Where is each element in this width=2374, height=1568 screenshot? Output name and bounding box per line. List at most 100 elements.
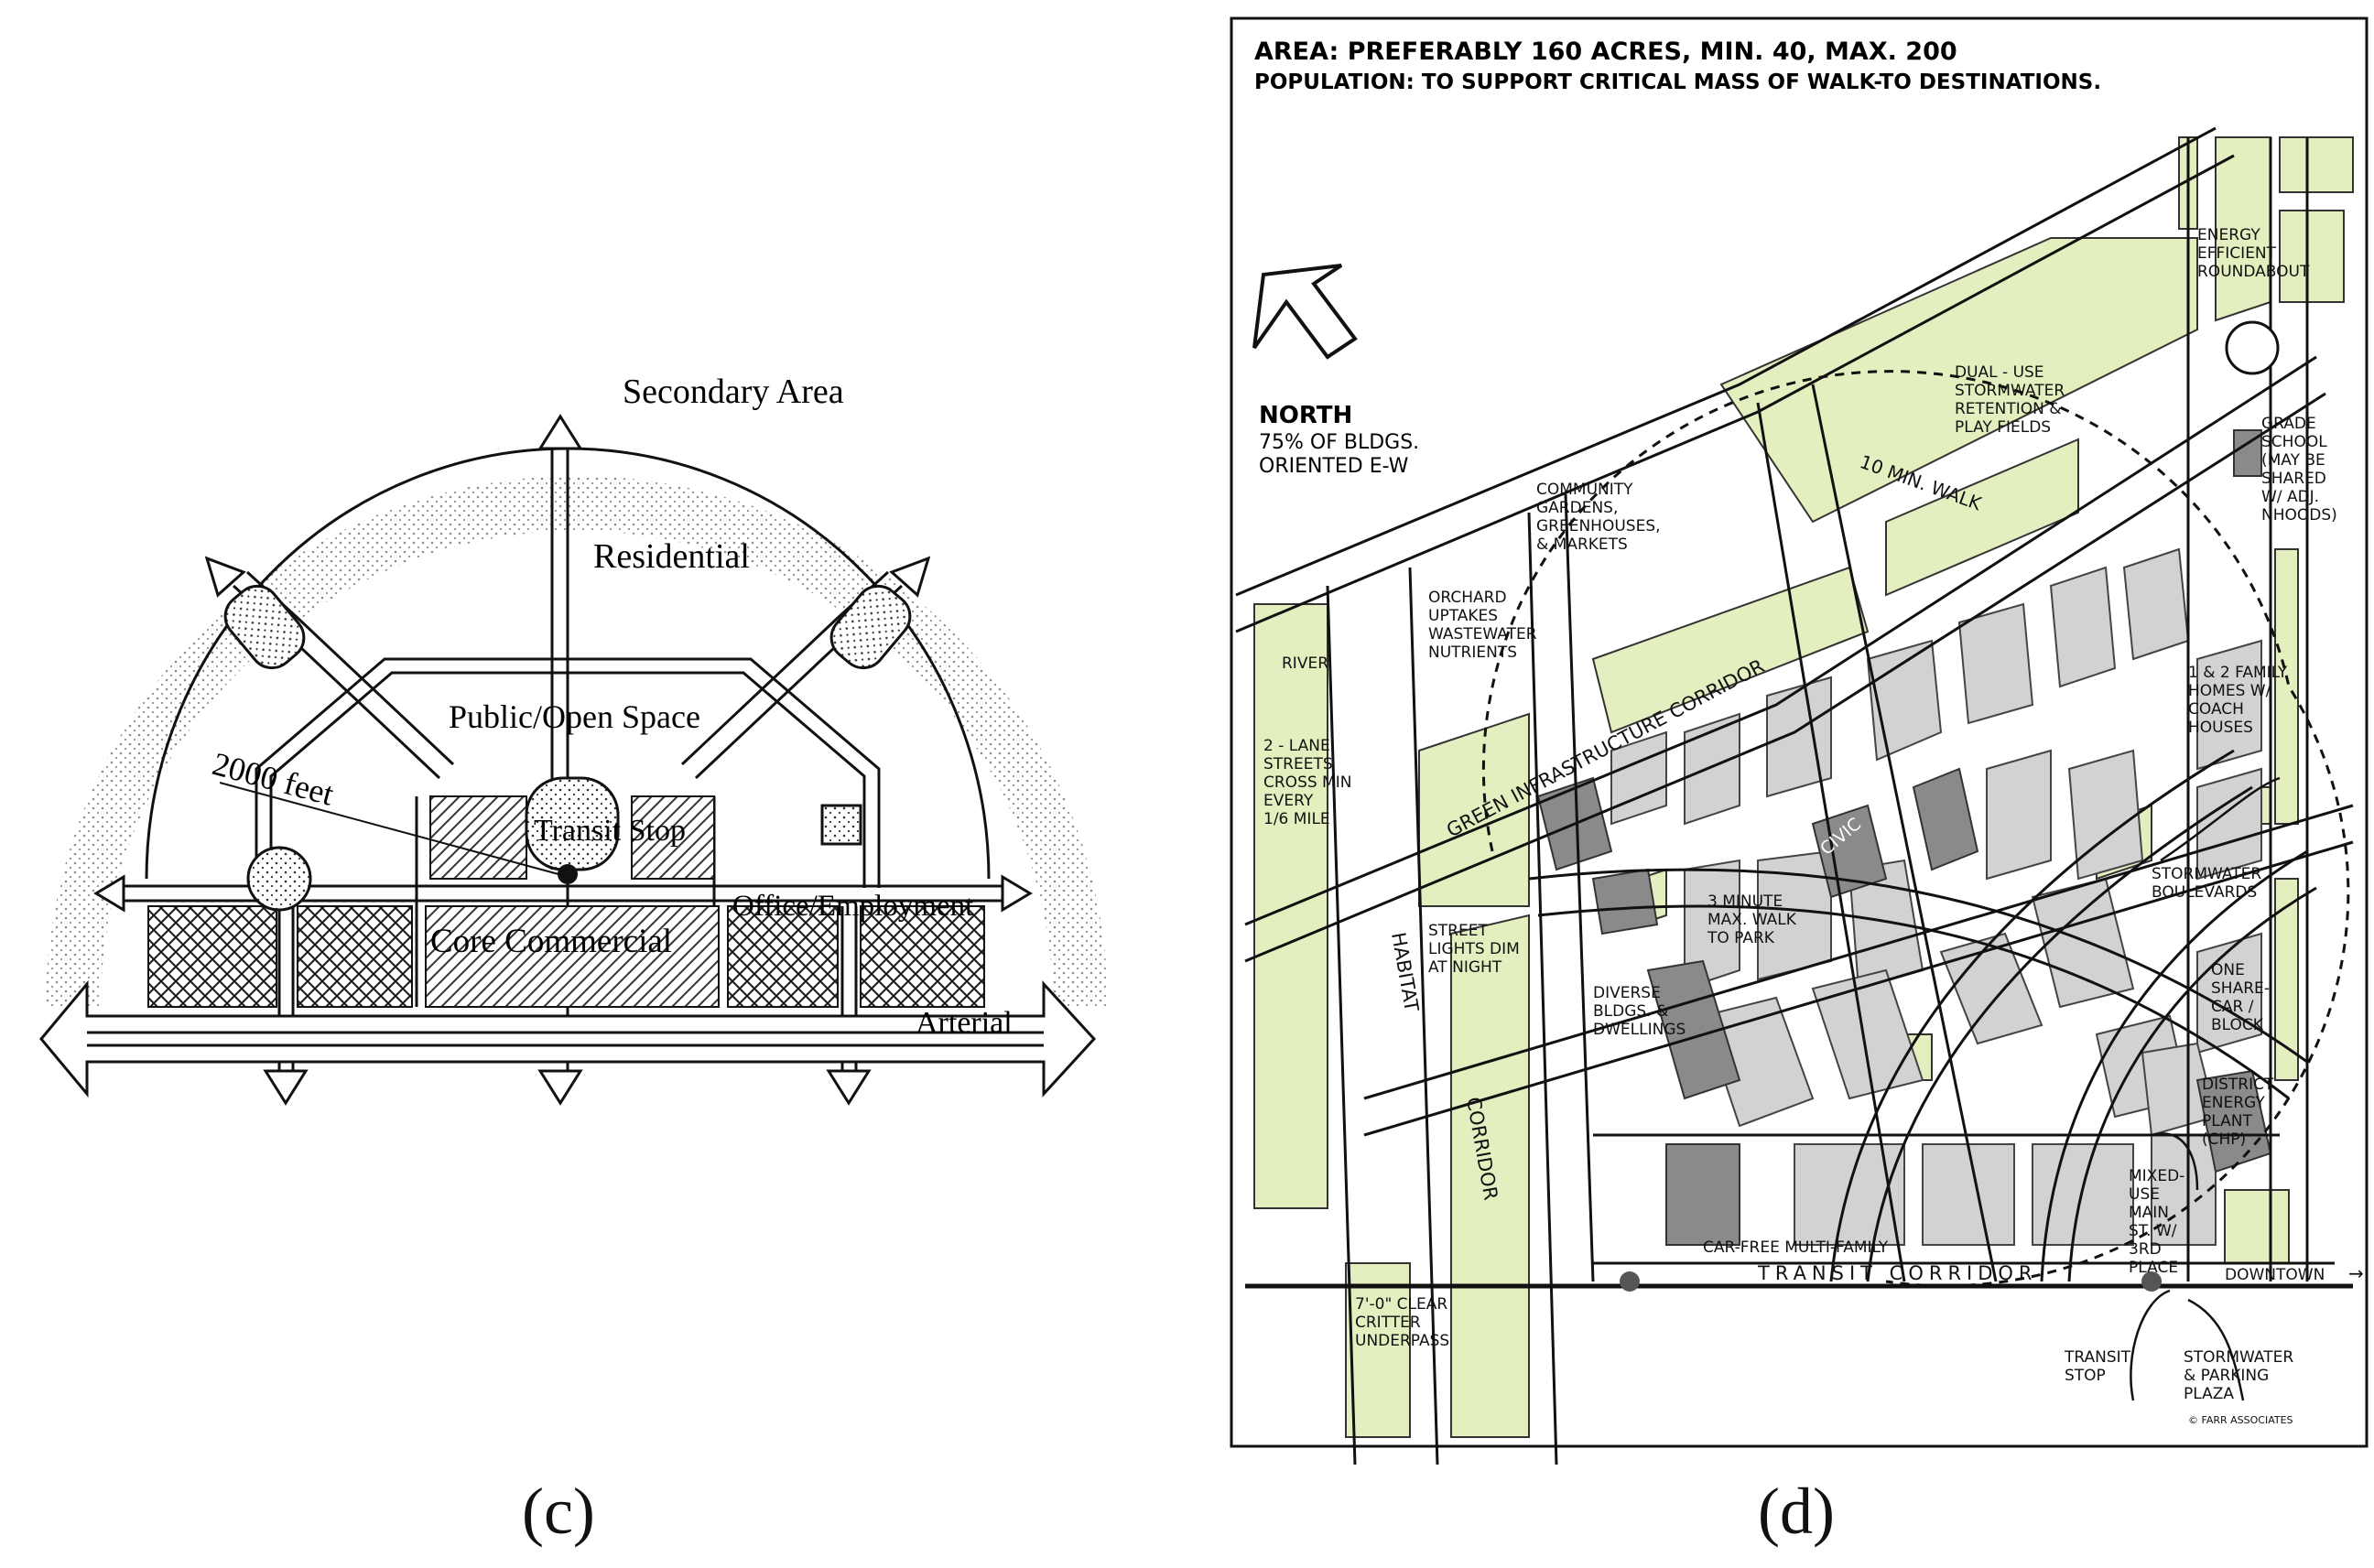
label-blvd-1: STORMWATER: [2152, 865, 2261, 883]
label-community-3: GREENHOUSES,: [1536, 517, 1661, 535]
caption-d: (d): [1758, 1475, 1835, 1548]
core-commercial-block: [425, 905, 720, 1008]
credit-label: © FARR ASSOCIATES: [2188, 1414, 2293, 1426]
public-open-space-label: Public/Open Space: [449, 698, 700, 735]
label-homes-4: HOUSES: [2188, 719, 2253, 737]
label-river: RIVER: [1282, 654, 1328, 673]
label-plaza-1: STORMWATER: [2184, 1348, 2293, 1367]
east-park: [820, 804, 862, 846]
label-mixed-3: MAIN: [2129, 1204, 2169, 1222]
transit-stop-dot-west: [1620, 1271, 1640, 1292]
population-header: POPULATION: TO SUPPORT CRITICAL MASS OF …: [1254, 70, 2101, 94]
label-lights-2: LIGHTS DIM: [1428, 940, 1520, 958]
label-energy-3: ROUNDABOUT: [2197, 263, 2310, 281]
label-dual-3: RETENTION &: [1955, 400, 2062, 418]
label-school-1: GRADE: [2261, 415, 2316, 433]
label-diverse-2: BLDGS. &: [1593, 1002, 1668, 1021]
transit-block-east: [631, 795, 715, 880]
label-walk-1: 3 MINUTE: [1707, 892, 1783, 911]
northwest-park: [223, 584, 306, 670]
label-mixed-2: USE: [2129, 1185, 2160, 1204]
downtown-arrow-icon: →: [2348, 1262, 2364, 1284]
label-orchard-4: NUTRIENTS: [1428, 643, 1517, 662]
label-plant-2: ENERGY: [2202, 1094, 2265, 1112]
transit-block-west: [429, 795, 527, 880]
core-commercial-label: Core Commercial: [430, 923, 672, 960]
ten-minute-walk-circle: [1481, 369, 2350, 1288]
label-walk-2: MAX. WALK: [1707, 911, 1797, 929]
label-school-3: (MAY BE: [2261, 451, 2325, 470]
label-plaza-2: & PARKING: [2184, 1367, 2269, 1385]
stipple-halo: [46, 476, 1108, 1007]
transit-stop-label: Transit Stop: [534, 814, 686, 848]
label-lights-3: AT NIGHT: [1428, 958, 1502, 977]
callout-leaders: [2130, 776, 2281, 1401]
neighborhood-plan-map: AREA: PREFERABLY 160 ACRES, MIN. 40, MAX…: [1230, 16, 2369, 1465]
label-homes-2: HOMES W/: [2188, 682, 2271, 700]
label-orchard-1: ORCHARD: [1428, 589, 1507, 607]
label-lane-3: CROSS MIN: [1263, 773, 1351, 792]
north-label: NORTH: [1259, 402, 1352, 429]
label-lane-4: EVERY: [1263, 792, 1314, 810]
label-plant-3: PLANT: [2202, 1112, 2252, 1130]
label-orchard-2: UPTAKES: [1428, 607, 1498, 625]
label-transit-stop-1: TRANSIT: [2064, 1348, 2131, 1367]
label-energy-2: EFFICIENT: [2197, 244, 2277, 263]
label-dual-2: STORMWATER: [1955, 382, 2065, 400]
orientation-label-1: 75% OF BLDGS.: [1259, 431, 1419, 454]
label-transit-corridor: TRANSIT CORRIDOR: [1757, 1262, 2038, 1284]
arrowheads: [93, 414, 1033, 1106]
label-dual-1: DUAL - USE: [1955, 363, 2044, 382]
label-energy-1: ENERGY: [2197, 226, 2260, 244]
roundabout-park-west: [246, 846, 312, 912]
label-transit-stop-2: STOP: [2065, 1367, 2106, 1385]
label-school-4: SHARED: [2261, 470, 2326, 488]
label-walk-3: TO PARK: [1707, 929, 1775, 947]
label-dual-4: PLAY FIELDS: [1955, 418, 2051, 437]
arterial-road: [39, 979, 1097, 1098]
transit-stop-dot-east: [2141, 1271, 2162, 1292]
label-critter-3: UNDERPASS: [1355, 1332, 1449, 1350]
label-community-2: GARDENS,: [1536, 499, 1618, 517]
caption-c: (c): [522, 1475, 595, 1548]
label-school-6: NHOODS): [2261, 506, 2337, 524]
label-lane-2: STREETS: [1263, 755, 1333, 773]
label-plant-1: DISTRICT: [2202, 1076, 2274, 1094]
label-community-1: COMMUNITY: [1536, 481, 1633, 499]
label-mixed-4: ST. W/: [2129, 1222, 2177, 1240]
label-school-5: W/ ADJ.: [2261, 488, 2319, 506]
radius-line: [219, 782, 559, 875]
energy-roundabout: [2225, 320, 2280, 375]
label-plaza-3: PLAZA: [2184, 1385, 2234, 1403]
label-sharecar-2: SHARE-: [2211, 979, 2270, 998]
office-employment-label: Office/Employment: [732, 890, 973, 923]
label-plant-4: (CHP): [2202, 1130, 2246, 1149]
label-homes-1: 1 & 2 FAMILY: [2188, 664, 2288, 682]
label-lane-1: 2 - LANE: [1263, 737, 1330, 755]
label-mixed-6: PLACE: [2129, 1259, 2178, 1277]
label-sharecar-1: ONE: [2211, 961, 2245, 979]
area-header: AREA: PREFERABLY 160 ACRES, MIN. 40, MAX…: [1254, 38, 1957, 66]
map-streets: [1235, 126, 2354, 1465]
label-car-free: CAR-FREE MULTI-FAMILY: [1703, 1238, 1889, 1257]
secondary-area-diagram: Secondary Area Residential Public/Open S…: [39, 373, 1108, 1106]
label-community-4: & MARKETS: [1536, 535, 1628, 554]
label-orchard-3: WASTEWATER: [1428, 625, 1537, 643]
label-blvd-2: BOULEVARDS: [2152, 883, 2257, 902]
label-school-2: SCHOOL: [2261, 433, 2327, 451]
label-homes-3: COACH: [2188, 700, 2244, 719]
northeast-park: [829, 584, 912, 670]
residential-label: Residential: [593, 537, 750, 576]
label-diverse-3: DWELLINGS: [1593, 1021, 1686, 1039]
label-lane-5: 1/6 MILE: [1263, 810, 1330, 828]
label-sharecar-3: CAR /: [2211, 998, 2254, 1016]
label-sharecar-4: BLOCK: [2211, 1016, 2264, 1034]
label-critter-2: CRITTER: [1355, 1314, 1421, 1332]
core-commercial-west: [147, 905, 277, 1008]
core-commercial-west2: [297, 905, 413, 1008]
label-lights-1: STREET: [1428, 922, 1488, 940]
secondary-area-label: Secondary Area: [623, 373, 844, 411]
label-mixed-5: 3RD: [2129, 1240, 2162, 1259]
north-arrow-icon: [1252, 264, 1358, 360]
label-diverse-1: DIVERSE: [1593, 984, 1661, 1002]
